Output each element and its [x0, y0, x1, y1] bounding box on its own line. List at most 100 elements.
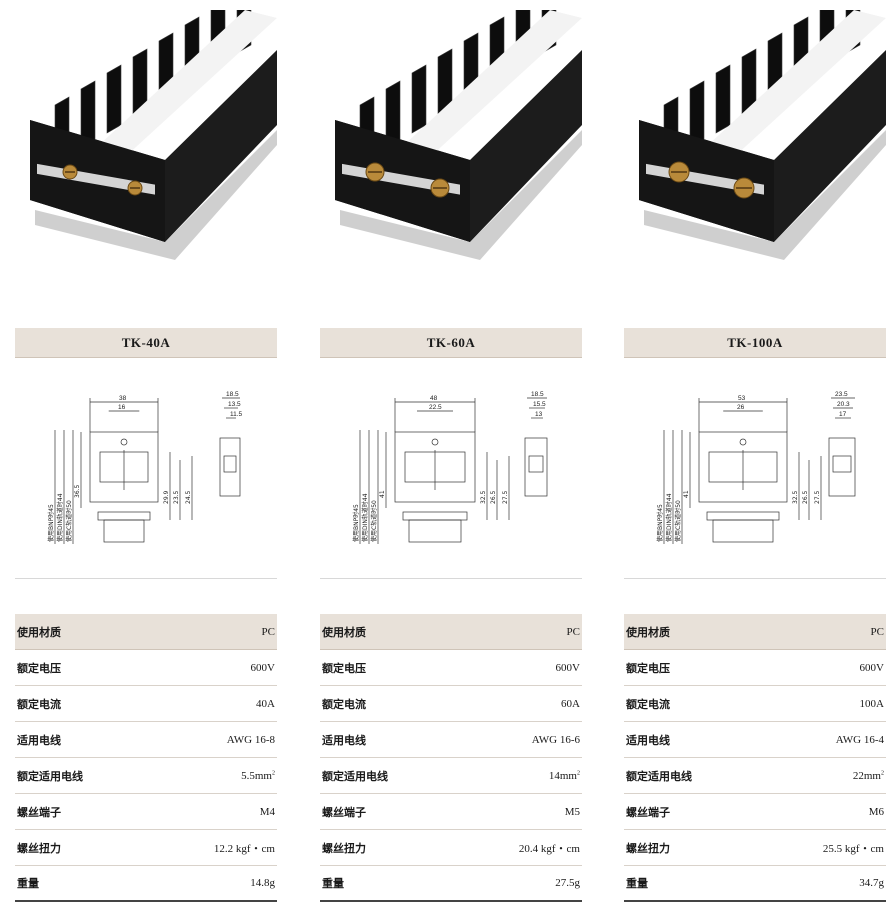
spec-value: 40A [256, 697, 275, 710]
spec-value: 22mm2 [853, 770, 886, 782]
dim-side: 15.5 [533, 401, 546, 408]
dim-label: 使用BNP时45 [656, 504, 664, 542]
side-view [219, 437, 241, 497]
spec-value: 600V [555, 661, 580, 674]
spec-value: AWG 16-6 [531, 733, 580, 746]
dim-right: 26.5 [802, 490, 809, 504]
spec-label: 额定电压 [626, 661, 670, 675]
spec-label: 螺丝扭力 [17, 841, 61, 855]
spec-value: 100A [859, 697, 884, 710]
spec-label: 额定电流 [322, 697, 366, 711]
spec-value: 25.5 kgf・cm [822, 842, 884, 855]
spec-label: 适用电线 [626, 733, 670, 747]
dim-side: 20.3 [837, 401, 850, 408]
drawing-lines [663, 397, 856, 544]
rail-outline [706, 511, 780, 521]
spec-row-screw: 螺丝端子 M4 [15, 794, 277, 830]
divider [624, 578, 886, 579]
spec-label: 螺丝端子 [626, 805, 670, 819]
spec-value: M4 [259, 805, 275, 818]
body-outline [89, 431, 159, 503]
spec-label: 适用电线 [17, 733, 61, 747]
dim-right: 26.5 [490, 490, 497, 504]
spec-value: AWG 16-4 [835, 733, 884, 746]
spec-label: 重量 [17, 877, 39, 890]
dim-right: 27.5 [502, 490, 509, 504]
side-view [524, 437, 548, 497]
side-view-inner [223, 455, 237, 473]
rib-shape [715, 64, 731, 134]
spec-label: 额定适用电线 [322, 769, 388, 783]
spec-value: 27.5g [555, 877, 580, 889]
spec-value: 5.5mm2 [241, 770, 277, 782]
dim-right: 24.5 [185, 490, 192, 504]
spec-value: 20.4 kgf・cm [518, 842, 580, 855]
terminal-block-photo [335, 10, 582, 260]
spec-label: 螺丝扭力 [322, 841, 366, 855]
rail-channel [712, 519, 774, 543]
spec-table: 使用材质 PC 额定电压 600V 额定电流 60A 适用电线 AWG 16-6… [320, 614, 582, 902]
dim-side: 13 [535, 411, 543, 418]
side-view-inner [832, 455, 852, 473]
spec-value: PC [870, 625, 884, 638]
model-header: TK-100A [624, 328, 886, 358]
spec-value: 12.2 kgf・cm [213, 842, 275, 855]
spec-row-wire: 适用电线 AWG 16-4 [624, 722, 886, 758]
spec-value: 14.8g [250, 877, 275, 889]
side-view [828, 437, 856, 497]
spec-value: M6 [868, 805, 884, 818]
spec-value: 600V [250, 661, 275, 674]
spec-label: 使用材质 [322, 625, 366, 639]
dim-pitch: 26 [737, 404, 745, 411]
spec-row-weight: 重量 14.8g [15, 866, 277, 902]
spec-row-wire: 适用电线 AWG 16-6 [320, 722, 582, 758]
dim-right: 29.9 [163, 490, 170, 504]
spec-value: PC [261, 625, 275, 638]
spec-row-material: 使用材质 PC [320, 614, 582, 650]
dim-right: 32.5 [792, 490, 799, 504]
spec-row-current: 额定电流 100A [624, 686, 886, 722]
spec-row-wire: 适用电线 AWG 16-8 [15, 722, 277, 758]
terminal-block-photo [30, 10, 277, 260]
spec-row-screw: 螺丝端子 M6 [624, 794, 886, 830]
spec-value: PC [566, 625, 580, 638]
spec-row-material: 使用材质 PC [624, 614, 886, 650]
spec-value: M5 [564, 805, 580, 818]
spec-row-torque: 螺丝扭力 12.2 kgf・cm [15, 830, 277, 866]
drawing-lines [54, 397, 241, 544]
dim-right: 32.5 [480, 490, 487, 504]
dim-side: 11.5 [230, 411, 243, 418]
spec-table: 使用材质 PC 额定电压 600V 额定电流 100A 适用电线 AWG 16-… [624, 614, 886, 902]
dim-height: 41 [379, 490, 386, 498]
spec-label: 螺丝扭力 [626, 841, 670, 855]
dim-side: 18.5 [226, 391, 239, 398]
screw-hole-icon [431, 438, 439, 446]
dim-side: 13.5 [228, 401, 241, 408]
rail-outline [402, 511, 468, 521]
dim-side: 17 [839, 411, 847, 418]
spec-row-rated-wire: 额定适用电线 14mm2 [320, 758, 582, 794]
spec-label: 重量 [322, 877, 344, 890]
spec-value: AWG 16-8 [226, 733, 275, 746]
dim-width: 48 [430, 395, 438, 402]
spec-row-rated-wire: 额定适用电线 5.5mm2 [15, 758, 277, 794]
divider [320, 578, 582, 579]
rated-wire-exponent: 2 [577, 769, 580, 776]
dim-pitch: 16 [118, 404, 126, 411]
spec-label: 重量 [626, 877, 648, 890]
model-name: TK-60A [426, 334, 476, 350]
rail-outline [97, 511, 151, 521]
dim-label: 使用C轨道时50 [65, 500, 73, 542]
dim-side: 18.5 [531, 391, 544, 398]
rated-wire-number: 22mm [852, 769, 881, 782]
rail-channel [103, 519, 145, 543]
dim-width: 53 [738, 395, 746, 402]
spec-row-weight: 重量 27.5g [320, 866, 582, 902]
rib-shape [411, 64, 427, 134]
dim-label: 使用DIN轨道时44 [361, 493, 369, 542]
terminal-block-photo [639, 10, 886, 260]
